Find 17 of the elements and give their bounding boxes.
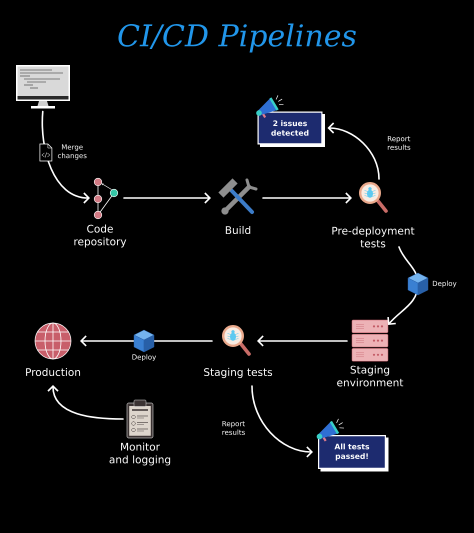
arrow — [47, 385, 124, 420]
node-label: Monitor and logging — [110, 442, 170, 466]
arrow — [251, 385, 313, 458]
node-label: Production — [26, 368, 80, 376]
computer-monitor-icon — [16, 65, 70, 108]
arrow — [262, 192, 352, 204]
node-label: Staging tests — [204, 368, 272, 378]
arrow — [80, 335, 213, 347]
arrow — [328, 122, 380, 180]
arrow — [257, 335, 348, 347]
node-label: Build — [226, 226, 250, 234]
arrow — [387, 246, 419, 325]
node-label: Code repository — [74, 224, 126, 248]
node-label: Staging environment — [337, 366, 404, 386]
title: CI/CD Pipelines — [118, 24, 356, 53]
arrow — [123, 192, 211, 204]
node-label: Pre-deployment tests — [332, 226, 414, 248]
